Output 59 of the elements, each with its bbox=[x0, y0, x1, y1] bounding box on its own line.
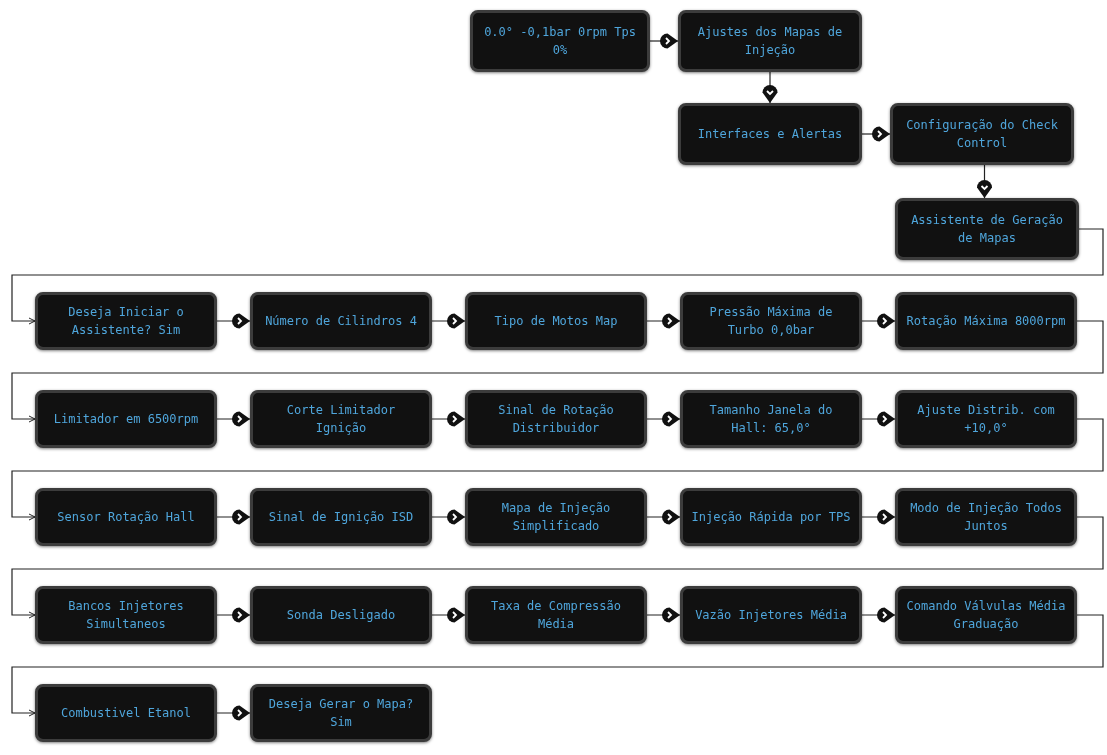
lcd-text: Rotação Máxima 8000rpm bbox=[906, 313, 1066, 330]
lcd-screen-box bbox=[678, 103, 862, 165]
lcd-screen-box bbox=[250, 292, 432, 350]
lcd-screen-box bbox=[35, 292, 217, 350]
lcd-text: Modo de Injeção Todos Juntos bbox=[909, 500, 1063, 535]
lcd-text: Deseja Gerar o Mapa? Sim bbox=[267, 696, 415, 731]
lcd-screen-box bbox=[35, 488, 217, 546]
lcd-text: Sonda Desligado bbox=[286, 607, 396, 624]
lcd-text: Vazão Injetores Média bbox=[695, 607, 847, 624]
lcd-text: Número de Cilindros 4 bbox=[265, 313, 417, 330]
connector-line bbox=[11, 418, 1104, 521]
lcd-screen-box bbox=[678, 10, 862, 72]
lcd-text: Injeção Rápida por TPS bbox=[691, 509, 851, 526]
lcd-text: Assistente de Geração de Mapas bbox=[910, 212, 1064, 247]
lcd-text: Sinal de Rotação Distribuidor bbox=[497, 402, 615, 437]
lcd-screen-box bbox=[35, 390, 217, 448]
connector-line bbox=[11, 320, 1104, 423]
lcd-screen-box bbox=[250, 390, 432, 448]
lcd-screen-box bbox=[680, 390, 862, 448]
lcd-screen-box bbox=[35, 684, 217, 742]
lcd-screen-box bbox=[250, 586, 432, 644]
lcd-text: Corte Limitador Ignição bbox=[285, 402, 397, 437]
lcd-screen-box bbox=[465, 586, 647, 644]
lcd-text: Taxa de Compressão Média bbox=[489, 598, 622, 633]
lcd-text: Ajustes dos Mapas de Injeção bbox=[696, 24, 844, 59]
lcd-screen-box bbox=[250, 488, 432, 546]
lcd-screen-box bbox=[35, 586, 217, 644]
lcd-text: Sensor Rotação Hall bbox=[57, 509, 195, 526]
lcd-screen-box bbox=[465, 390, 647, 448]
lcd-text: Tamanho Janela do Hall: 65,0° bbox=[708, 402, 834, 437]
lcd-text: 0.0° -0,1bar 0rpm Tps 0% bbox=[483, 24, 637, 59]
lcd-screen-box bbox=[465, 292, 647, 350]
lcd-screen-box bbox=[250, 684, 432, 742]
lcd-screen-box bbox=[895, 390, 1077, 448]
lcd-screen-box bbox=[895, 586, 1077, 644]
lcd-screen-box bbox=[680, 586, 862, 644]
lcd-screen-box bbox=[470, 10, 650, 72]
lcd-text: Pressão Máxima de Turbo 0,0bar bbox=[708, 304, 834, 339]
lcd-text: Ajuste Distrib. com +10,0° bbox=[916, 402, 1056, 437]
lcd-text: Combustivel Etanol bbox=[60, 705, 191, 722]
lcd-text: Comando Válvulas Média Graduação bbox=[906, 598, 1066, 633]
lcd-text: Limitador em 6500rpm bbox=[53, 411, 199, 428]
lcd-text: Tipo de Motos Map bbox=[494, 313, 618, 330]
lcd-text: Interfaces e Alertas bbox=[697, 126, 843, 143]
lcd-screen-box bbox=[895, 292, 1077, 350]
connector-line bbox=[11, 228, 1104, 325]
lcd-screen-box bbox=[680, 292, 862, 350]
lcd-screen-box bbox=[890, 103, 1074, 165]
lcd-screen-box bbox=[895, 488, 1077, 546]
lcd-screen-box bbox=[680, 488, 862, 546]
lcd-text: Configuração do Check Control bbox=[905, 117, 1059, 152]
lcd-text: Mapa de Injeção Simplificado bbox=[500, 500, 612, 535]
lcd-text: Deseja Iniciar o Assistente? Sim bbox=[67, 304, 185, 339]
lcd-screen-box bbox=[895, 198, 1079, 260]
lcd-screen-box bbox=[465, 488, 647, 546]
lcd-text: Sinal de Ignição ISD bbox=[268, 509, 414, 526]
connector-line bbox=[11, 614, 1104, 717]
lcd-text: Bancos Injetores Simultaneos bbox=[67, 598, 185, 633]
connector-line bbox=[11, 516, 1104, 619]
